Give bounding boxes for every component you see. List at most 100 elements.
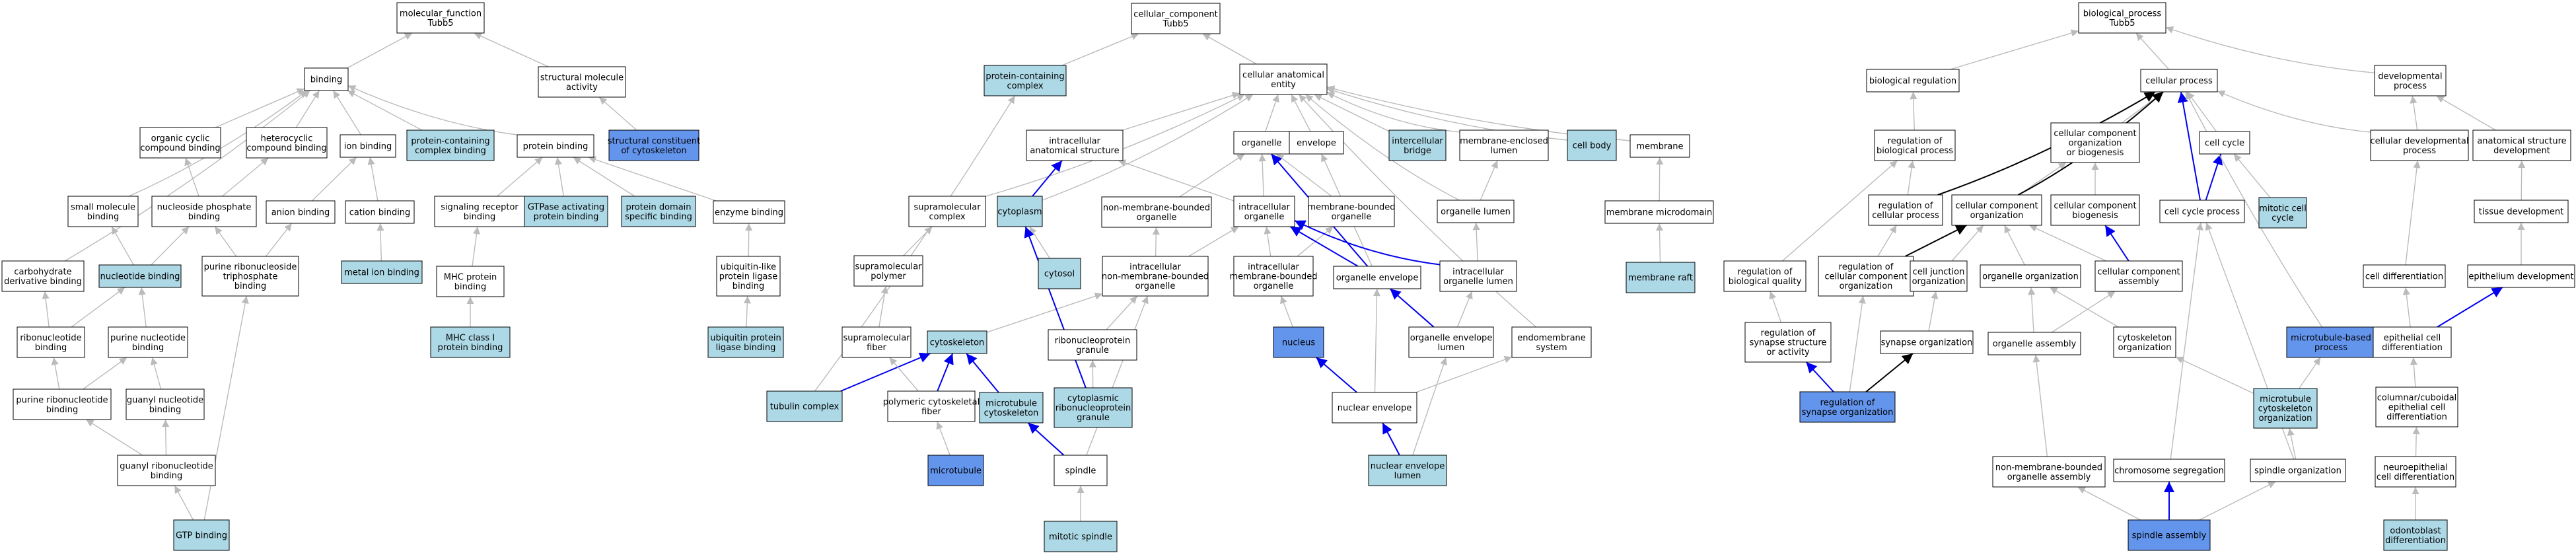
node-box	[1744, 322, 1832, 363]
node-protb: protein binding	[517, 134, 594, 158]
edge-bioreg-to-bp	[1950, 29, 2079, 70]
node-box	[2113, 326, 2176, 358]
node-box	[2375, 456, 2456, 488]
node-label: spindle organization	[2254, 466, 2342, 476]
node-label: MHC class I	[446, 333, 495, 343]
node-label: cell differentiation	[2377, 472, 2454, 482]
node-box	[538, 66, 626, 98]
node-label: columnar/cuboidal	[2377, 393, 2457, 403]
node-label: cytoskeleton	[2258, 404, 2313, 414]
edge-microtubule-to-pcf	[936, 421, 950, 456]
node-ionb: ion binding	[340, 134, 396, 158]
node-box	[246, 127, 328, 159]
edge-epicd-to-epidev	[2437, 287, 2503, 328]
node-label: or activity	[1766, 348, 1810, 357]
edge-cca-to-cco	[2029, 225, 2106, 262]
node-box	[341, 260, 423, 284]
node-box	[2474, 200, 2569, 223]
node-label: nuclear envelope	[1338, 404, 1412, 414]
edge-nenv-to-oenv	[1373, 288, 1381, 393]
node-box	[13, 388, 112, 420]
node-label: organic cyclic	[151, 133, 210, 143]
edge-cytoplasm-to-ias	[1032, 160, 1063, 197]
node-label: cell junction	[1913, 267, 1965, 277]
edge-pccb-to-binding	[347, 90, 423, 131]
node-anionb: anion binding	[266, 200, 336, 224]
node-orgasm: organelle assembly	[1987, 332, 2081, 355]
edge-ribnb-to-nucb	[71, 287, 125, 328]
node-box	[304, 67, 349, 91]
edge-cationb-to-ionb	[367, 157, 378, 202]
node-label: mitotic cell	[2259, 203, 2307, 213]
edge-rnpg-to-inmbo	[1106, 295, 1138, 330]
edge-regcco-to-regcp	[1877, 225, 1897, 257]
edge-purrib-to-ribnb	[51, 357, 60, 390]
node-box	[716, 256, 781, 297]
node-label: organization	[2259, 414, 2312, 424]
node-box	[117, 455, 216, 486]
node-label: organelle	[1254, 281, 1294, 291]
node-label: organelle	[1135, 281, 1176, 291]
node-label: nucleus	[1282, 338, 1315, 348]
edge-asd-to-devproc	[2436, 95, 2496, 131]
node-label: organelle	[1137, 213, 1177, 223]
node-box	[2375, 387, 2458, 427]
node-label: of cytoskeleton	[621, 146, 686, 156]
node-label: binding	[188, 212, 220, 222]
node-label: complex	[929, 212, 965, 222]
node-label: signaling receptor	[441, 202, 519, 212]
node-label: bridge	[1404, 146, 1431, 156]
node-box	[713, 200, 785, 224]
node-label: protein binding	[523, 142, 589, 152]
node-tubcx: tubulin complex	[766, 390, 843, 422]
node-label: structural molecule	[540, 73, 624, 83]
node-orgorg: organelle organization	[1980, 264, 2081, 288]
node-box	[1239, 63, 1328, 95]
node-label: granule	[1077, 413, 1110, 423]
node-label: protein binding	[534, 212, 599, 222]
node-label: Tubb5	[427, 18, 454, 28]
edge-gtpb-to-guanrib	[174, 485, 194, 521]
node-label: membrane microdomain	[1606, 208, 1712, 218]
node-label: protein-containing	[411, 136, 489, 146]
node-label: membrane-enclosed	[1460, 136, 1548, 146]
node-label: development	[2493, 146, 2550, 156]
edge-mel-to-cae	[1326, 92, 1460, 133]
node-label: synapse structure	[1750, 338, 1827, 348]
edge-ionb-to-binding	[333, 90, 361, 135]
node-box	[1980, 264, 2081, 288]
edge-spinorg-to-mtcso	[2287, 427, 2297, 460]
node-label: enzyme binding	[715, 208, 783, 218]
edge-cca-to-ccb	[2104, 225, 2129, 262]
node-box	[1368, 455, 1447, 486]
node-box	[17, 326, 85, 358]
edge-regso-to-regcco	[1849, 295, 1866, 392]
node-label: complex binding	[415, 146, 486, 156]
edge-scc-to-smact	[598, 96, 637, 131]
edge-nucb-to-npb	[151, 226, 190, 266]
node-box	[1880, 330, 1974, 354]
node-label: biological quality	[1729, 277, 1802, 287]
node-label: ion binding	[344, 142, 392, 152]
edge-srb-to-protb	[497, 157, 543, 197]
node-label: granule	[1076, 346, 1109, 355]
node-label: tubulin complex	[770, 402, 840, 412]
edge-oel-to-iolumen	[1456, 291, 1473, 328]
node-label: molecular_function	[400, 9, 482, 18]
node-label: cellular component	[2054, 201, 2136, 211]
node-label: regulation of	[1839, 262, 1894, 272]
node-label: cellular component	[2054, 129, 2136, 139]
